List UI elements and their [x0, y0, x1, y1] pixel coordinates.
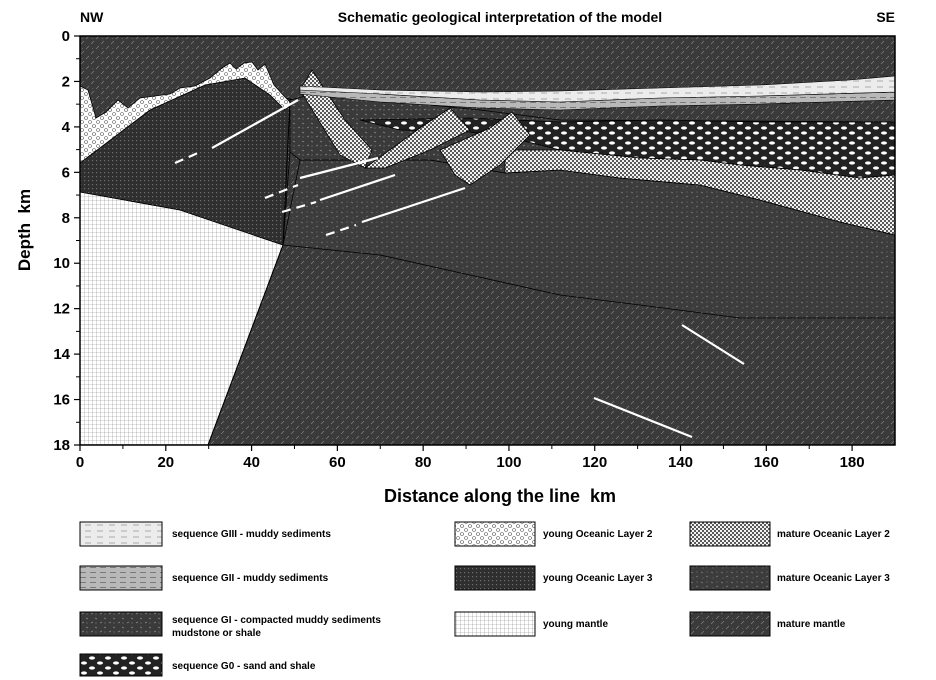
swatch-mm	[689, 611, 771, 637]
x-tick-label: 0	[76, 454, 84, 471]
layer-young-oceanic-layer-2	[80, 61, 293, 164]
x-tick-label: 100	[496, 454, 521, 471]
swatch-g0	[79, 653, 163, 677]
swatch-mol3	[689, 565, 771, 591]
legend-item-mol2: mature Oceanic Layer 2	[689, 521, 890, 547]
y-tick-label: 18	[53, 437, 70, 454]
swatch-giii	[79, 521, 163, 547]
direction-left-label: NW	[80, 9, 104, 25]
y-tick-label: 14	[53, 346, 70, 363]
x-tick-label: 160	[754, 454, 779, 471]
legend-label-yol2: young Oceanic Layer 2	[543, 529, 653, 540]
layer-mature-oceanic-layer-2	[504, 149, 895, 236]
y-tick-label: 12	[53, 301, 70, 318]
x-tick-label: 180	[840, 454, 865, 471]
figure-title: Schematic geological interpretation of t…	[338, 9, 662, 25]
x-axis: 0 20 40 60 80 100 120 140 160 180	[76, 445, 865, 471]
legend-label-ym: young mantle	[543, 619, 608, 630]
y-axis-title: Depth km	[15, 189, 34, 271]
swatch-gii	[79, 565, 163, 591]
legend-item-giii: sequence GIII - muddy sediments	[79, 521, 331, 547]
tilted-block-2	[363, 107, 471, 169]
legend-item-mol3: mature Oceanic Layer 3	[689, 565, 890, 591]
legend: sequence GIII - muddy sediments sequence…	[79, 521, 890, 677]
legend-item-ym: young mantle	[454, 611, 608, 637]
legend-item-gii: sequence GII - muddy sediments	[79, 565, 329, 591]
legend-label-gi: sequence GI - compacted muddy sediments	[172, 615, 381, 626]
legend-label-yol3: young Oceanic Layer 3	[543, 573, 653, 584]
interpreted-reflectors	[174, 99, 745, 439]
y-axis: 0 2 4 6 8 10 12 14 16 18	[53, 28, 80, 454]
legend-item-gi: sequence GI - compacted muddy sediments …	[79, 611, 381, 639]
x-tick-label: 40	[243, 454, 260, 471]
x-tick-label: 20	[157, 454, 174, 471]
legend-item-yol3: young Oceanic Layer 3	[454, 565, 653, 591]
swatch-yol2	[454, 521, 536, 547]
legend-label-g0: sequence G0 - sand and shale	[172, 661, 316, 672]
legend-item-yol2: young Oceanic Layer 2	[454, 521, 653, 547]
x-axis-title: Distance along the line km	[384, 486, 616, 506]
cross-section	[79, 35, 896, 446]
swatch-ym	[454, 611, 536, 637]
y-tick-label: 8	[62, 210, 70, 227]
legend-label-giii: sequence GIII - muddy sediments	[172, 529, 331, 540]
y-tick-label: 4	[62, 119, 71, 136]
direction-right-label: SE	[876, 9, 895, 25]
legend-label-mol2: mature Oceanic Layer 2	[777, 529, 890, 540]
y-tick-label: 0	[62, 28, 70, 45]
legend-item-mm: mature mantle	[689, 611, 846, 637]
legend-label-gi-line2: mudstone or shale	[172, 628, 261, 639]
legend-label-gii: sequence GII - muddy sediments	[172, 573, 329, 584]
legend-label-mol3: mature Oceanic Layer 3	[777, 573, 890, 584]
swatch-yol3	[454, 565, 536, 591]
layer-sequence-giii	[299, 75, 895, 103]
y-tick-label: 10	[53, 255, 70, 272]
x-tick-label: 60	[329, 454, 346, 471]
x-tick-label: 140	[668, 454, 693, 471]
swatch-gi	[79, 611, 163, 637]
y-tick-label: 6	[62, 164, 70, 181]
tilted-block-3	[439, 111, 531, 186]
x-tick-label: 80	[415, 454, 432, 471]
x-tick-label: 120	[582, 454, 607, 471]
legend-item-g0: sequence G0 - sand and shale	[79, 653, 316, 677]
y-tick-label: 2	[62, 73, 70, 90]
y-tick-label: 16	[53, 392, 70, 409]
swatch-mol2	[689, 521, 771, 547]
legend-label-mm: mature mantle	[777, 619, 846, 630]
